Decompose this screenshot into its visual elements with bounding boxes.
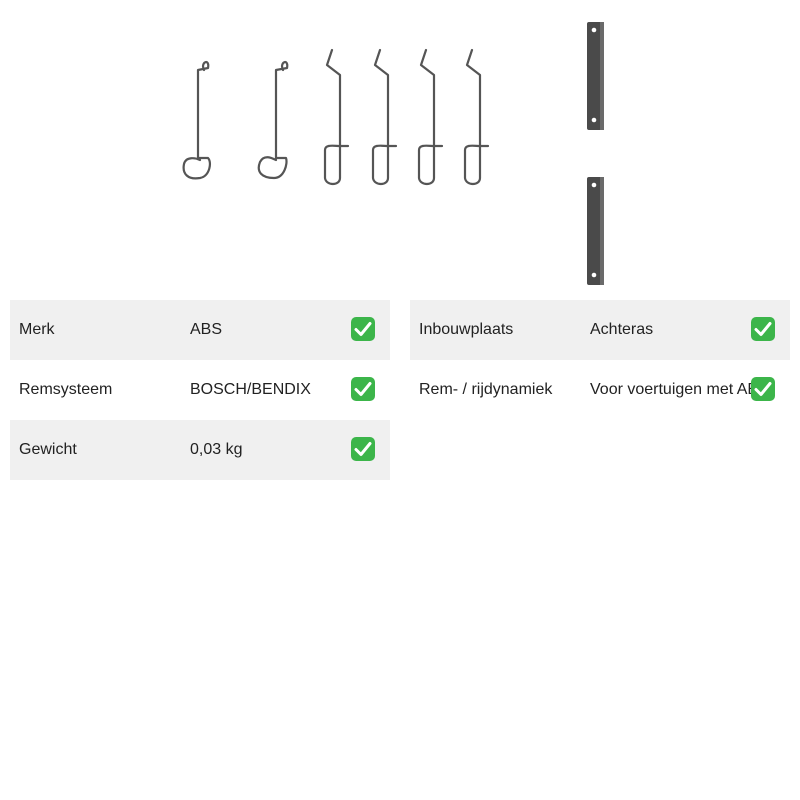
- hook-wire-4: [463, 48, 490, 186]
- product-image: [182, 22, 604, 285]
- spec-value: Voor voertuigen met ABS: [590, 381, 769, 398]
- guide-plate-1: [587, 22, 604, 130]
- spec-row-remsysteem: Remsysteem BOSCH/BENDIX: [10, 360, 390, 420]
- hook-wire-2: [371, 48, 398, 186]
- check-icon: [751, 317, 775, 341]
- spec-row-rem-rijdynamiek: Rem- / rijdynamiek Voor voertuigen met A…: [410, 360, 790, 420]
- spec-label: Gewicht: [19, 441, 77, 458]
- spec-label: Rem- / rijdynamiek: [419, 381, 553, 398]
- spec-value: BOSCH/BENDIX: [190, 381, 311, 398]
- spec-label: Merk: [19, 321, 55, 338]
- spec-value: ABS: [190, 321, 223, 338]
- spec-table-right: Inbouwplaats Achteras Rem- / rijdynamiek…: [410, 300, 790, 420]
- hook-wire-1: [323, 48, 350, 186]
- spec-table-left: Merk ABS Remsysteem BOSCH/BENDIX Gewicht…: [10, 300, 390, 480]
- spec-label: Remsysteem: [19, 381, 113, 398]
- spec-value: Achteras: [590, 321, 654, 338]
- check-icon: [751, 377, 775, 401]
- spring-clip-1: [182, 61, 211, 180]
- guide-plate-2: [587, 177, 604, 285]
- check-icon: [351, 317, 375, 341]
- check-icon: [351, 377, 375, 401]
- spec-value: 0,03 kg: [190, 441, 243, 458]
- spec-row-inbouwplaats: Inbouwplaats Achteras: [410, 300, 790, 360]
- spec-row-gewicht: Gewicht 0,03 kg: [10, 420, 390, 480]
- hook-wire-3: [417, 48, 444, 186]
- spec-label: Inbouwplaats: [419, 321, 514, 338]
- spring-clip-2: [257, 61, 289, 180]
- check-icon: [351, 437, 375, 461]
- spec-row-merk: Merk ABS: [10, 300, 390, 360]
